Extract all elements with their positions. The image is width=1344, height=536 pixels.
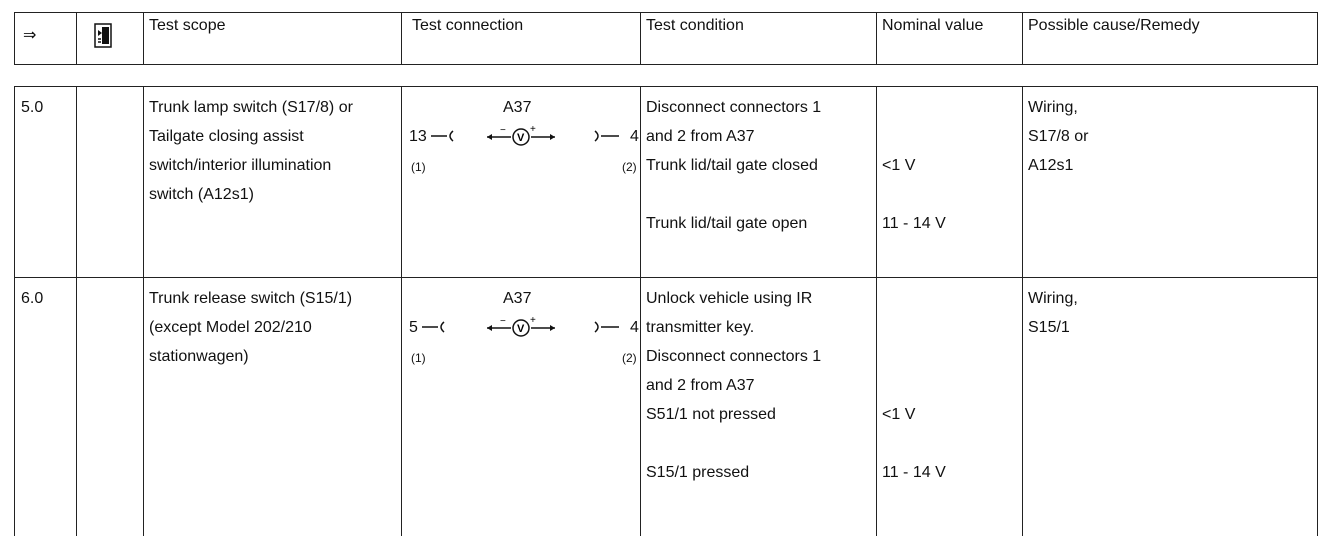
connector-left-label: (1) bbox=[411, 160, 426, 174]
column-divider bbox=[640, 87, 641, 536]
column-divider bbox=[143, 13, 144, 64]
pin-right-label: 4 bbox=[630, 128, 639, 145]
module-label: A37 bbox=[503, 290, 532, 307]
header-test-connection: Test connection bbox=[412, 17, 524, 34]
nominal-value: <1 V bbox=[882, 157, 916, 174]
column-divider bbox=[1022, 87, 1023, 536]
header-possible-cause: Possible cause/Remedy bbox=[1028, 17, 1200, 34]
scope-line: switch (A12s1) bbox=[149, 186, 254, 203]
condition-line: S51/1 not pressed bbox=[646, 406, 776, 423]
connector-left-icon bbox=[431, 130, 454, 142]
cause-line: S17/8 or bbox=[1028, 128, 1089, 145]
scope-line: stationwagen) bbox=[149, 348, 249, 365]
scope-line: switch/interior illumination bbox=[149, 157, 332, 174]
scope-line: Trunk lamp switch (S17/8) or bbox=[149, 99, 353, 116]
svg-text:V: V bbox=[517, 323, 525, 335]
connector-right-icon bbox=[594, 130, 619, 142]
scope-line: Tailgate closing assist bbox=[149, 128, 304, 145]
connector-right-icon bbox=[594, 321, 619, 333]
nominal-value: 11 - 14 V bbox=[882, 215, 946, 232]
condition-line: transmitter key. bbox=[646, 319, 755, 336]
column-divider bbox=[1022, 13, 1023, 64]
column-divider bbox=[401, 87, 402, 536]
cause-line: Wiring, bbox=[1028, 290, 1078, 307]
header-test-condition: Test condition bbox=[646, 17, 744, 34]
connector-left-icon bbox=[422, 321, 445, 333]
condition-line: Unlock vehicle using IR bbox=[646, 290, 813, 307]
voltmeter-icon: − V + bbox=[487, 316, 555, 337]
svg-text:−: − bbox=[500, 125, 506, 136]
connector-right-label: (2) bbox=[622, 160, 637, 174]
column-divider bbox=[876, 13, 877, 64]
column-divider bbox=[143, 87, 144, 536]
table-header: ⇒ Test scope Test connection Test condit… bbox=[14, 12, 1318, 65]
column-divider bbox=[76, 87, 77, 536]
svg-text:V: V bbox=[517, 132, 525, 144]
cause-line: A12s1 bbox=[1028, 157, 1074, 174]
cause-line: S15/1 bbox=[1028, 319, 1070, 336]
nominal-value: 11 - 14 V bbox=[882, 464, 946, 481]
svg-text:−: − bbox=[500, 316, 506, 327]
condition-line: S15/1 pressed bbox=[646, 464, 750, 481]
voltmeter-icon: − V + bbox=[487, 125, 555, 146]
step-number: 6.0 bbox=[21, 290, 44, 307]
scope-line: Trunk release switch (S15/1) bbox=[149, 290, 353, 307]
header-test-scope: Test scope bbox=[149, 17, 226, 34]
column-divider bbox=[876, 87, 877, 536]
condition-line: Trunk lid/tail gate closed bbox=[646, 157, 818, 174]
connector-left-label: (1) bbox=[411, 351, 426, 365]
tester-icon bbox=[93, 23, 115, 54]
condition-line: Disconnect connectors 1 bbox=[646, 99, 822, 116]
module-label: A37 bbox=[503, 99, 532, 116]
table-body: 5.0 Trunk lamp switch (S17/8) or Tailgat… bbox=[14, 86, 1318, 536]
header-nominal-value: Nominal value bbox=[882, 17, 984, 34]
pin-left-label: 13 bbox=[409, 128, 427, 145]
pin-right-label: 4 bbox=[630, 319, 639, 336]
scope-line: (except Model 202/210 bbox=[149, 319, 312, 336]
column-divider bbox=[401, 13, 402, 64]
svg-text:+: + bbox=[530, 316, 536, 326]
arrow-icon: ⇒ bbox=[23, 27, 37, 44]
connector-right-label: (2) bbox=[622, 351, 637, 365]
pin-left-label: 5 bbox=[409, 319, 418, 336]
condition-line: Disconnect connectors 1 bbox=[646, 348, 822, 365]
condition-line: and 2 from A37 bbox=[646, 128, 755, 145]
svg-text:+: + bbox=[530, 125, 536, 135]
condition-line: Trunk lid/tail gate open bbox=[646, 215, 808, 232]
row-divider bbox=[15, 277, 1317, 278]
column-divider bbox=[76, 13, 77, 64]
column-divider bbox=[640, 13, 641, 64]
step-number: 5.0 bbox=[21, 99, 44, 116]
condition-line: and 2 from A37 bbox=[646, 377, 755, 394]
cause-line: Wiring, bbox=[1028, 99, 1078, 116]
nominal-value: <1 V bbox=[882, 406, 916, 423]
